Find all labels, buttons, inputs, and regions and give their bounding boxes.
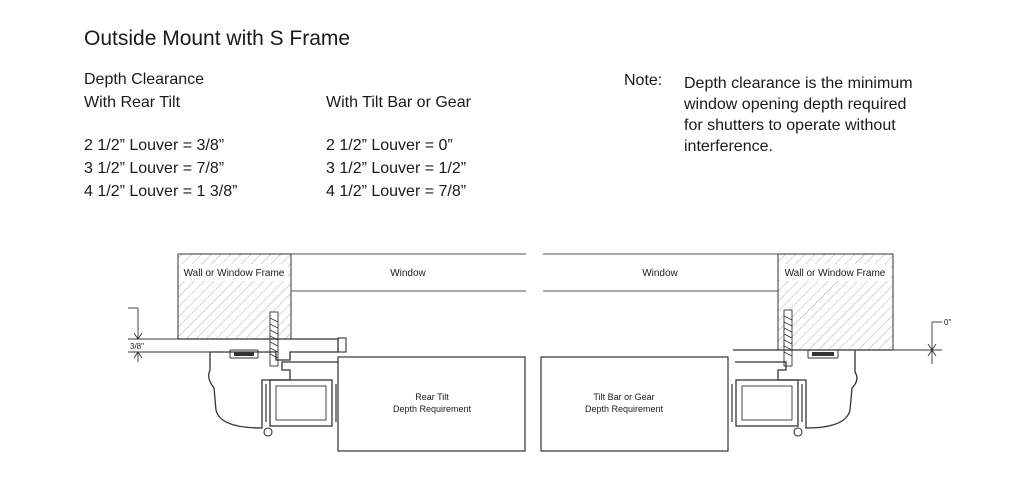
right-dimension-label: 0" (944, 318, 951, 327)
tilt-bar-heading: With Tilt Bar or Gear (326, 94, 471, 111)
left-diagram: Wall or Window Frame Window 3 (128, 253, 526, 452)
left-dimension-label: 3/8" (130, 342, 144, 351)
right-louver (735, 379, 799, 427)
right-window-label: Window (642, 268, 678, 279)
rear-tilt-line: 2 1/2” Louver = 3/8” (84, 137, 225, 154)
left-window (291, 253, 526, 292)
tilt-bar-line: 4 1/2” Louver = 7/8” (326, 183, 467, 200)
left-panel-line-1: Rear Tilt (415, 392, 449, 402)
rear-tilt-heading-2: With Rear Tilt (84, 94, 181, 111)
left-louver (269, 379, 333, 427)
page-title: Outside Mount with S Frame (84, 27, 351, 50)
left-panel (337, 356, 526, 452)
tilt-bar-line: 2 1/2” Louver = 0” (326, 137, 453, 154)
left-s-frame (178, 338, 339, 429)
right-frame-label: Wall or Window Frame (785, 268, 886, 279)
right-panel-line-2: Depth Requirement (585, 404, 664, 414)
right-s-frame (733, 349, 893, 429)
right-diagram: Wall or Window Frame Window 0" (540, 253, 951, 452)
left-dimension (128, 307, 210, 362)
note-text: Depth clearance is the minimum window op… (684, 75, 913, 155)
right-screw (783, 309, 793, 367)
rear-tilt-heading-1: Depth Clearance (84, 71, 205, 88)
right-panel-line-1: Tilt Bar or Gear (593, 392, 654, 402)
left-window-label: Window (390, 268, 426, 279)
left-pivot (263, 427, 273, 437)
left-panel-line-2: Depth Requirement (393, 404, 472, 414)
rear-tilt-line: 4 1/2” Louver = 1 3/8” (84, 183, 238, 200)
tilt-bar-line: 3 1/2” Louver = 1/2” (326, 160, 467, 177)
right-window (543, 253, 778, 292)
note-label: Note: (624, 72, 663, 89)
rear-tilt-line: 3 1/2” Louver = 7/8” (84, 160, 225, 177)
left-frame-label: Wall or Window Frame (184, 268, 285, 279)
right-pivot (793, 427, 803, 437)
right-dimension (893, 321, 942, 364)
right-panel (540, 356, 729, 452)
